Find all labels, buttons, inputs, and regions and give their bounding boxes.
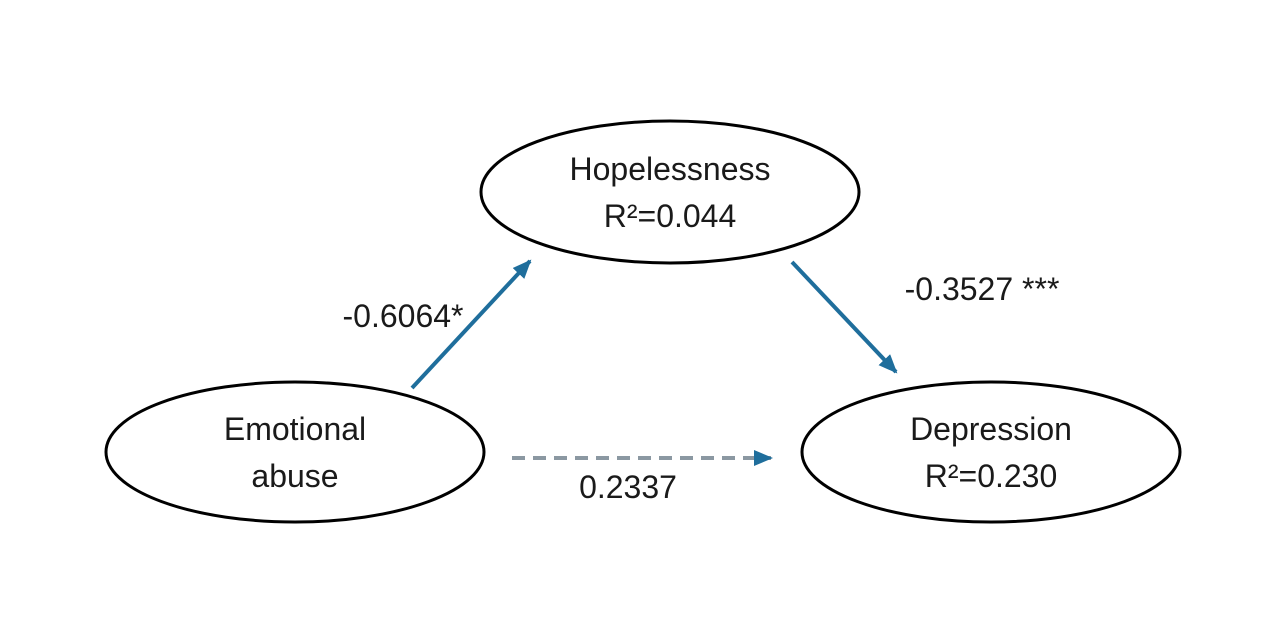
node-emotional-abuse-ellipse bbox=[104, 380, 486, 524]
edge-b-coefficient-label: -0.3527 *** bbox=[905, 271, 1060, 307]
depression-label: Depression bbox=[910, 411, 1072, 447]
hopelessness-r-squared: R²=0.044 bbox=[604, 198, 737, 234]
edge-b-hopelessness-to-depression bbox=[790, 260, 898, 374]
edge-c-coefficient-label: 0.2337 bbox=[579, 469, 677, 505]
edge-a-emotional-abuse-to-hopelessness bbox=[410, 259, 532, 390]
depression-r-squared: R²=0.230 bbox=[925, 458, 1058, 494]
emotional-abuse-label-line1: Emotional bbox=[224, 411, 366, 447]
hopelessness-label: Hopelessness bbox=[570, 151, 771, 187]
node-depression-ellipse bbox=[800, 380, 1182, 524]
node-hopelessness-ellipse bbox=[479, 119, 861, 265]
emotional-abuse-label-line2: abuse bbox=[251, 458, 338, 494]
edge-a-coefficient-label: -0.6064* bbox=[343, 298, 464, 334]
